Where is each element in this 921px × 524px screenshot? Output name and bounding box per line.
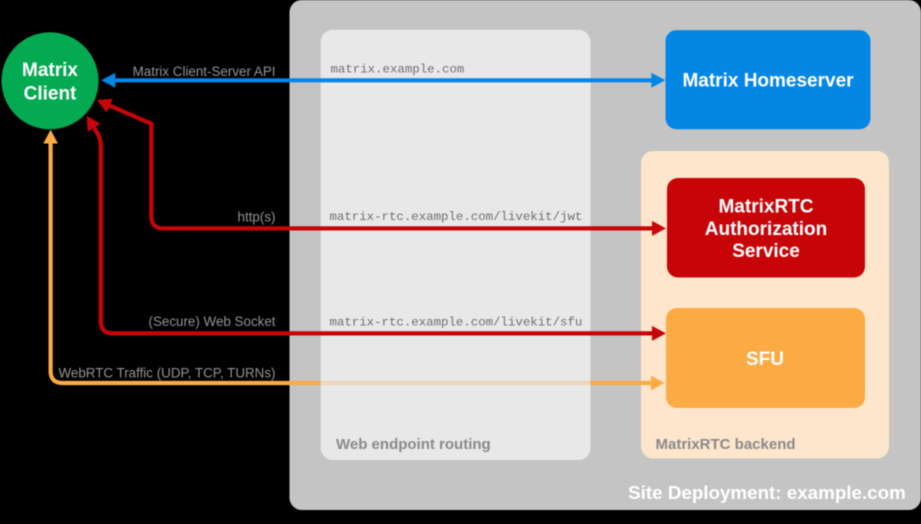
svg-text:matrix.example.com: matrix.example.com <box>331 63 465 77</box>
svg-text:Service: Service <box>732 241 800 262</box>
svg-text:SFU: SFU <box>746 349 784 370</box>
svg-text:Authorization: Authorization <box>705 219 827 240</box>
svg-text:matrix-rtc.example.com/livekit: matrix-rtc.example.com/livekit/sfu <box>330 316 583 330</box>
svg-text:http(s): http(s) <box>238 210 276 225</box>
svg-text:MatrixRTC: MatrixRTC <box>718 197 813 218</box>
svg-text:Site Deployment: example.com: Site Deployment: example.com <box>628 482 906 503</box>
svg-text:Matrix: Matrix <box>22 60 78 81</box>
svg-text:(Secure) Web Socket: (Secure) Web Socket <box>148 314 275 329</box>
svg-text:Client: Client <box>24 84 77 105</box>
svg-text:Matrix Homeserver: Matrix Homeserver <box>682 71 854 92</box>
svg-text:Web endpoint routing: Web endpoint routing <box>336 436 491 453</box>
svg-text:MatrixRTC backend: MatrixRTC backend <box>656 436 796 453</box>
svg-text:matrix-rtc.example.com/livekit: matrix-rtc.example.com/livekit/jwt <box>330 210 583 224</box>
svg-text:Matrix Client-Server API: Matrix Client-Server API <box>133 64 276 79</box>
svg-text:WebRTC Traffic (UDP, TCP, TURN: WebRTC Traffic (UDP, TCP, TURNs) <box>58 365 275 380</box>
